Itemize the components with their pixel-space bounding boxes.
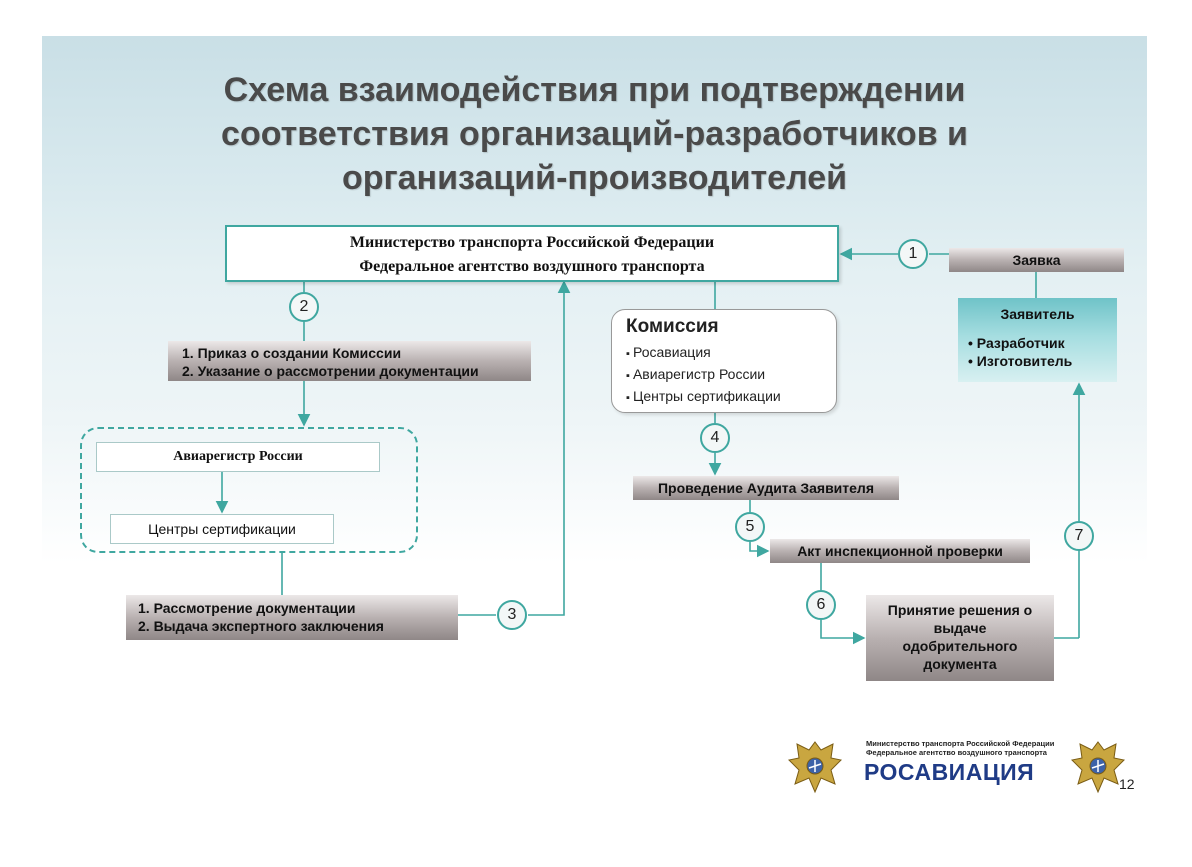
review-item: 1. Рассмотрение документации (138, 600, 356, 616)
eagle-emblem-right-icon (1070, 741, 1126, 794)
link-step3-ministry (528, 280, 571, 616)
title-line-2: соответствия организаций-разработчиков и (221, 115, 968, 153)
applicant-item: Изготовитель (968, 352, 1117, 370)
commission-list: Росавиация Авиарегистр России Центры сер… (626, 342, 836, 408)
ministry-line-1: Министерство транспорта Российской Федер… (349, 234, 715, 251)
eagle-emblem-left-icon (787, 741, 843, 794)
applicant-title: Заявитель (1000, 306, 1075, 322)
commission-item: Авиарегистр России (626, 364, 836, 386)
page-number: 12 (1119, 776, 1135, 792)
applicant-item: Разработчик (968, 334, 1117, 352)
brand-logo-text: РОСАВИАЦИЯ (864, 759, 1035, 785)
application-box: Заявка (949, 248, 1124, 272)
commission-item: Росавиация (626, 342, 836, 364)
ministry-line-2: Федеральное агентство воздушного транспо… (359, 258, 705, 275)
step-7-badge: 7 (1064, 521, 1094, 551)
applicant-box: Заявитель Разработчик Изготовитель (958, 298, 1117, 382)
footer-ministry-line-1: Министерство транспорта Российской Федер… (866, 739, 1055, 748)
step-6-badge: 6 (806, 590, 836, 620)
slide-title: Схема взаимодействия при подтверждении с… (42, 68, 1147, 200)
ministry-box: Министерство транспорта Российской Федер… (225, 225, 839, 282)
step-1-badge: 1 (898, 239, 928, 269)
footer-ministry-text: Министерство транспорта Российской Федер… (866, 739, 1066, 757)
link-step5-act (749, 542, 770, 558)
slide: Схема взаимодействия при подтверждении с… (42, 36, 1147, 836)
link-step6-decision (820, 620, 866, 645)
step-3-badge: 3 (497, 600, 527, 630)
order-item: 2. Указание о рассмотрении документации (182, 363, 479, 379)
decision-line: одобрительного (902, 638, 1018, 654)
decision-line: Принятие решения о (887, 602, 1033, 618)
inspection-act-box: Акт инспекционной проверки (770, 539, 1030, 563)
decision-line: документа (923, 656, 997, 672)
commission-title: Комиссия (626, 316, 719, 337)
review-item: 2. Выдача экспертного заключения (138, 618, 384, 634)
footer-ministry-line-2: Федеральное агентство воздушного транспо… (866, 748, 1047, 757)
decision-box: Принятие решения о выдаче одобрительного… (866, 595, 1054, 681)
commission-box: Комиссия Росавиация Авиарегистр России Ц… (611, 309, 837, 413)
connector-lines (215, 247, 1086, 645)
audit-box: Проведение Аудита Заявителя (633, 476, 899, 500)
certification-centers-box: Центры сертификации (110, 514, 334, 544)
aviaregister-box: Авиарегистр России (96, 442, 380, 472)
title-line-1: Схема взаимодействия при подтверждении (223, 71, 966, 109)
applicant-list: Разработчик Изготовитель (958, 334, 1117, 370)
commission-item: Центры сертификации (626, 386, 836, 408)
step-5-badge: 5 (735, 512, 765, 542)
order-item: 1. Приказ о создании Комиссии (182, 345, 402, 361)
decision-line: выдаче (933, 620, 987, 636)
step-4-badge: 4 (700, 423, 730, 453)
order-box: 1. Приказ о создании Комиссии 2. Указани… (168, 341, 531, 381)
step-2-badge: 2 (289, 292, 319, 322)
title-line-3: организаций-производителей (341, 159, 848, 197)
expert-organizations-group (80, 427, 418, 553)
review-box: 1. Рассмотрение документации 2. Выдача э… (126, 595, 458, 640)
